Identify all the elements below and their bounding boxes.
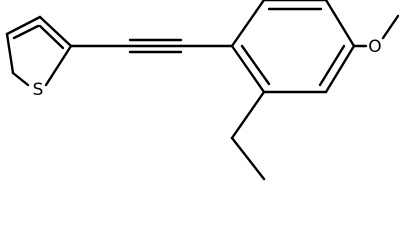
alkyne-linker (69, 38, 234, 54)
bond-ch2-ch3 (230, 136, 266, 181)
oxygen-atom-label: O (368, 37, 381, 57)
benzene-ring (230, 0, 356, 94)
bond-c2-c3 (38, 15, 73, 48)
ethyl-group (230, 90, 266, 181)
bond-b1-b2 (230, 0, 266, 48)
bond-c3-c4 (5, 15, 42, 36)
sulfur-atom-label: S (33, 80, 44, 100)
bond-oxygen-methyl (381, 14, 400, 40)
bond-c5-s (11, 71, 30, 87)
thiophene-ring: S (5, 15, 73, 100)
bond-b6-b1 (230, 44, 266, 94)
bond-b4-b5 (324, 44, 356, 94)
bond-b3-b4 (324, 0, 356, 48)
molecule-structure: S O (5, 0, 400, 181)
bond-b4-b5-inner (318, 44, 346, 87)
bond-s-c2 (44, 44, 73, 87)
bond-b6-ch2 (230, 90, 266, 140)
bond-c3-c4-inner (12, 24, 40, 40)
bond-c2-c3-inner (38, 24, 65, 50)
bond-b6-b1-inner (240, 44, 271, 86)
bond-c4-c5 (5, 32, 15, 75)
methoxy-group: O (352, 14, 400, 57)
